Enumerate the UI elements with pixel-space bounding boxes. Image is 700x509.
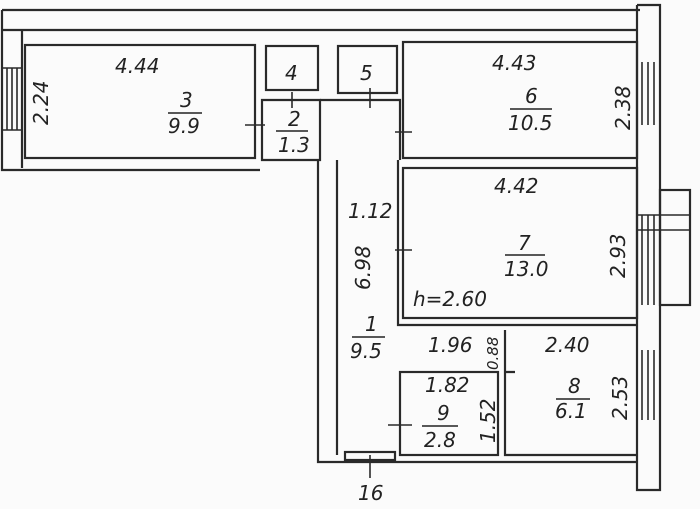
room9-area: 2.8 <box>424 428 456 452</box>
dim-room7-width: 4.42 <box>494 174 539 198</box>
entrance-label: 16 <box>358 481 383 505</box>
room9-number: 9 <box>437 401 450 425</box>
room-2 <box>260 98 322 162</box>
dim-room9-width: 1.82 <box>425 373 470 397</box>
dim-room9-depth: 1.52 <box>476 398 500 443</box>
room2-area: 1.3 <box>278 133 310 157</box>
room6-area: 10.5 <box>508 111 553 135</box>
dim-room6-width: 4.43 <box>492 51 537 75</box>
room-9 <box>398 370 500 457</box>
room8-number: 8 <box>568 374 581 398</box>
room3-number: 3 <box>180 88 193 112</box>
room1-area: 9.5 <box>350 339 382 363</box>
dim-room8-depth: 2.53 <box>608 375 632 420</box>
room4-number: 4 <box>285 61 298 85</box>
room-6 <box>401 40 639 160</box>
dim-room7-depth: 2.93 <box>606 233 630 278</box>
room-8 <box>503 330 637 457</box>
room8-area: 6.1 <box>555 399 587 423</box>
room-3 <box>23 43 257 160</box>
labels: 4.44 2.24 3 9.9 4 5 2 1.3 4.43 6 10.5 2.… <box>29 51 635 505</box>
dim-corridor-lower: 1.96 <box>428 333 473 357</box>
dim-room8-width: 2.40 <box>545 333 590 357</box>
room1-number: 1 <box>365 312 378 336</box>
dim-room3-depth: 2.24 <box>29 80 53 125</box>
windows <box>2 62 690 420</box>
room6-number: 6 <box>525 84 538 108</box>
room-7 <box>401 166 639 320</box>
outer-walls <box>0 3 692 492</box>
dim-corridor-length: 6.98 <box>351 245 375 290</box>
door-marks <box>245 88 412 478</box>
room7-area: 13.0 <box>504 257 549 281</box>
room-4 <box>264 44 320 92</box>
room5-number: 5 <box>360 61 373 85</box>
dim-room3-width: 4.44 <box>115 54 160 78</box>
dim-passage: 0.88 <box>484 337 502 370</box>
room2-number: 2 <box>288 107 301 131</box>
dim-room6-depth: 2.38 <box>611 85 635 130</box>
room7-number: 7 <box>518 231 531 255</box>
ceiling-height: h=2.60 <box>413 287 487 311</box>
dim-corridor-width: 1.12 <box>348 199 393 223</box>
room-5 <box>336 44 399 95</box>
room3-area: 9.9 <box>168 114 200 138</box>
room-walls <box>23 40 639 462</box>
